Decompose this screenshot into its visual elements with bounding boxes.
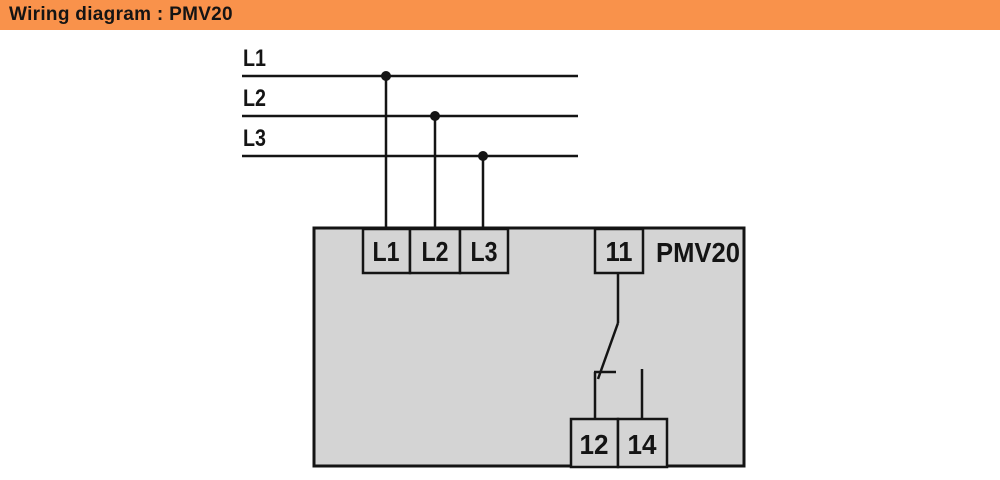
phase-label-l1: L1 [243, 45, 266, 72]
phase-lines [242, 74, 578, 229]
terminal-box-11 [593, 227, 645, 275]
junction-dot-l1 [381, 71, 391, 81]
terminal-label-l3: L3 [471, 236, 498, 267]
terminal-box-14 [616, 417, 669, 469]
phase-label-l3: L3 [243, 125, 266, 152]
terminal-label-12: 12 [580, 429, 609, 460]
title-bar: Wiring diagram : PMV20 [0, 0, 1000, 30]
terminal-label-11: 11 [606, 236, 633, 267]
switch-blade [596, 322, 620, 380]
wiring-diagram: L1 L2 L3 L1 L2 L3 11 PMV20 12 14 [242, 45, 746, 469]
relay-switch [593, 273, 644, 419]
terminal-label-l1: L1 [373, 236, 400, 267]
junction-dot-l2 [430, 111, 440, 121]
terminal-box-l3 [458, 227, 510, 275]
terminal-box-l1 [361, 227, 412, 275]
junction-dots [381, 71, 488, 161]
input-terminals [361, 227, 645, 275]
junction-dot-l3 [478, 151, 488, 161]
output-terminals [569, 417, 669, 469]
page-title: Wiring diagram : PMV20 [9, 4, 233, 25]
terminal-label-14: 14 [628, 429, 657, 460]
phase-label-l2: L2 [243, 85, 266, 112]
terminal-label-l2: L2 [422, 236, 449, 267]
terminal-box-l2 [408, 227, 462, 275]
device-label: PMV20 [656, 237, 740, 268]
